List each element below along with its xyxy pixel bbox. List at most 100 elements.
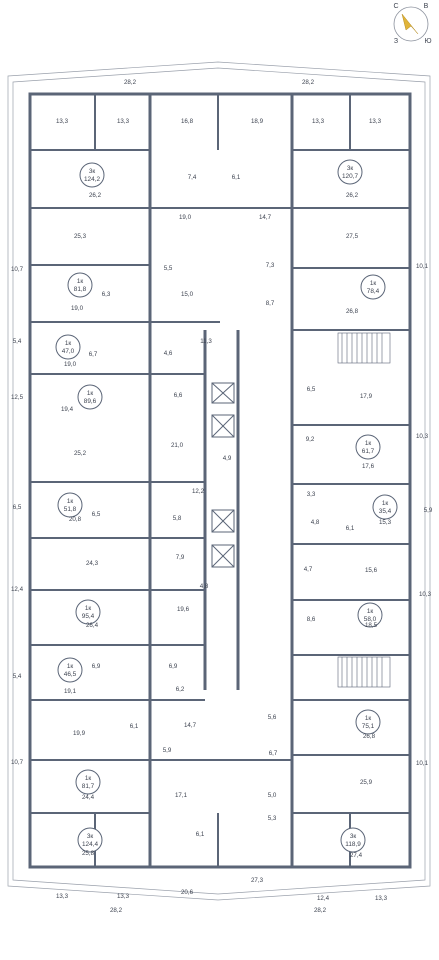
room-area-label: 5,4 [13, 673, 22, 680]
apartment-circle [337, 159, 363, 185]
compass: С В З Ю [393, 3, 431, 45]
room-area-label: 14,7 [259, 214, 272, 221]
apartment-area: 81,8 [74, 286, 87, 293]
room-area-label: 10,1 [416, 760, 429, 767]
apartment-area: 58,0 [364, 616, 377, 623]
room-area-label: 25,8 [82, 850, 95, 857]
apartment-type: 3к [89, 168, 96, 175]
apartment-type: 3к [350, 833, 357, 840]
room-area-label: 27,3 [251, 877, 264, 884]
room-area-label: 26,2 [89, 192, 102, 199]
room-area-label: 13,3 [56, 118, 69, 125]
apartment-area: 78,4 [367, 288, 380, 295]
room-area-label: 25,9 [360, 779, 373, 786]
apartment-circle [75, 769, 101, 795]
room-area-label: 27,5 [346, 233, 359, 240]
apartment-area: 75,1 [362, 723, 375, 730]
compass-south: Ю [424, 38, 431, 45]
room-area-label: 17,1 [175, 792, 188, 799]
room-area-label: 8,7 [266, 300, 275, 307]
room-area-label: 13,3 [369, 118, 382, 125]
stairs [337, 332, 391, 688]
room-area-label: 6,1 [130, 723, 139, 730]
apartment-circle [372, 494, 398, 520]
room-area-label: 6,9 [92, 663, 101, 670]
room-area-label: 28,2 [314, 907, 327, 914]
apartment-area: 124,2 [84, 176, 100, 183]
room-area-label: 6,5 [13, 504, 22, 511]
apartment-circle [67, 272, 93, 298]
room-area-label: 5,8 [173, 515, 182, 522]
room-area-label: 10,7 [11, 759, 24, 766]
room-area-label: 6,6 [174, 392, 183, 399]
apartment-circle [55, 334, 81, 360]
room-area-label: 10,3 [419, 591, 432, 598]
apartment-circle [77, 384, 103, 410]
room-area-label: 12,2 [192, 488, 205, 495]
room-area-label: 6,7 [269, 750, 278, 757]
room-area-label: 5,0 [268, 792, 277, 799]
room-area-label: 4,6 [164, 350, 173, 357]
apartment-type: 1к [365, 715, 372, 722]
apartment-area: 95,4 [82, 613, 95, 620]
room-area-label: 20,8 [69, 516, 82, 523]
room-area-label: 19,0 [71, 305, 84, 312]
room-area-label: 10,7 [11, 266, 24, 273]
room-area-label: 15,3 [379, 519, 392, 526]
room-area-label: 10,1 [416, 263, 429, 270]
room-area-label: 13,3 [117, 893, 130, 900]
room-area-label: 4,9 [223, 455, 232, 462]
room-area-label: 5,9 [424, 507, 433, 514]
room-area-label: 6,3 [102, 291, 111, 298]
room-area-label: 19,4 [61, 406, 74, 413]
apartment-type: 1к [85, 605, 92, 612]
room-area-label: 5,4 [13, 338, 22, 345]
apartment-area: 81,7 [82, 783, 95, 790]
room-area-label: 6,1 [196, 831, 205, 838]
room-area-label: 24,3 [86, 560, 99, 567]
room-area-label: 5,5 [164, 265, 173, 272]
room-area-label: 12,4 [11, 586, 24, 593]
room-area-label: 28,2 [110, 907, 123, 914]
room-area-label: 4,7 [304, 566, 313, 573]
room-area-label: 10,3 [416, 433, 429, 440]
apartment-type: 1к [367, 608, 374, 615]
room-area-label: 3,3 [307, 491, 316, 498]
room-area-label: 19,6 [177, 606, 190, 613]
apartment-type: 1к [67, 498, 74, 505]
room-area-label: 15,0 [181, 291, 194, 298]
room-area-label: 6,1 [232, 174, 241, 181]
room-area-label: 5,9 [163, 747, 172, 754]
room-area-label: 6,1 [346, 525, 355, 532]
room-area-label: 14,7 [184, 722, 197, 729]
apartment-type: 1к [382, 500, 389, 507]
apartment-type: 1к [67, 663, 74, 670]
room-area-label: 17,6 [362, 463, 375, 470]
apartment-circle [79, 162, 105, 188]
apartment-area: 51,8 [64, 506, 77, 513]
compass-arrow-icon [401, 13, 419, 35]
apartment-type: 1к [365, 440, 372, 447]
apartment-type: 1к [85, 775, 92, 782]
apartment-area: 89,6 [84, 398, 97, 405]
room-area-label: 13,3 [375, 895, 388, 902]
room-area-label: 25,3 [74, 233, 87, 240]
room-area-label: 19,0 [64, 361, 77, 368]
room-area-label: 26,2 [346, 192, 359, 199]
room-area-label: 20,6 [181, 889, 194, 896]
apartment-type: 3к [87, 833, 94, 840]
apartment-type: 1к [65, 340, 72, 347]
room-area-label: 15,6 [365, 567, 378, 574]
room-area-label: 6,5 [92, 511, 101, 518]
room-area-label: 4,8 [311, 519, 320, 526]
room-area-label: 6,9 [169, 663, 178, 670]
